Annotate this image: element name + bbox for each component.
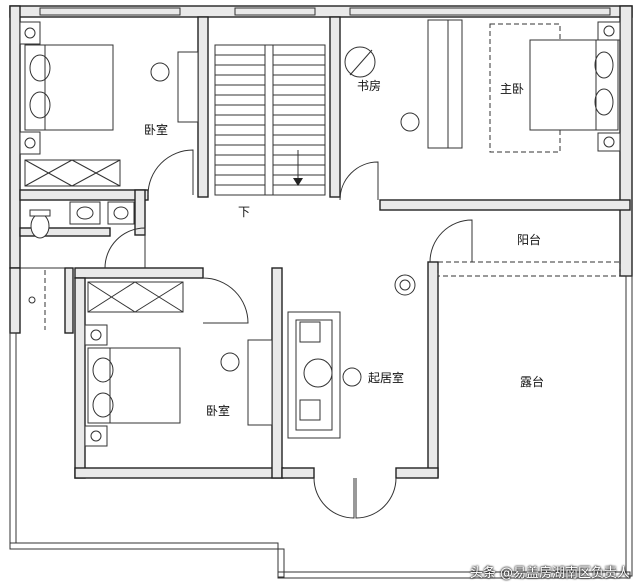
room-bathroom (29, 201, 146, 269)
room-terrace: 露台 (520, 374, 544, 389)
sink-icon (69, 201, 101, 225)
watermark: 头条 @易盖房湖南区负责人 (469, 566, 630, 581)
corridor-left (20, 267, 249, 330)
top-windows (39, 7, 611, 16)
room-label-terrace: 露台 (520, 374, 544, 389)
room-study: 书房 (339, 19, 463, 201)
chair-icon (400, 112, 420, 132)
room-bedroom-bottom-left: 卧室 (84, 281, 273, 447)
room-label-study: 书房 (357, 78, 381, 93)
room-label-living: 起居室 (368, 370, 404, 385)
plant-icon (394, 274, 416, 296)
inner-walls (19, 16, 631, 479)
bed-icon (529, 39, 619, 131)
bed-icon (87, 347, 181, 424)
room-bedroom-top-left: 卧室 (19, 21, 199, 196)
chair-icon (150, 62, 170, 82)
stair-down-label: 下 (238, 205, 250, 219)
stair-treads (215, 54, 325, 186)
chair-icon (220, 352, 240, 372)
room-label-balcony: 阳台 (517, 232, 541, 247)
room-label-bedroom-top-left: 卧室 (144, 122, 168, 137)
toilet-icon (30, 213, 50, 239)
room-label-bedroom-bottom-left: 卧室 (206, 403, 230, 418)
door-swing-icon (147, 149, 194, 196)
bed-icon (24, 44, 114, 131)
staircase: 下 (214, 44, 326, 219)
room-living: 起居室 (287, 274, 416, 519)
room-balcony: 阳台 (429, 219, 541, 263)
stair-arrow-icon (293, 178, 303, 186)
room-master-bedroom: 主卧 (489, 21, 621, 153)
room-label-master-bedroom: 主卧 (500, 82, 524, 96)
